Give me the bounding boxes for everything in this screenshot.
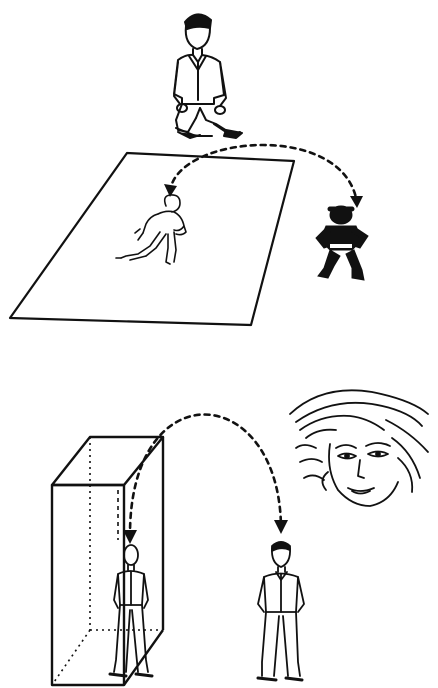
panel-top [8,13,369,327]
outline-figure-icon [115,194,187,265]
dashed-double-arrow-bottom-icon [117,413,288,544]
standing-man-outside-icon [256,541,305,682]
wind-blown-face-icon [289,389,429,507]
kneeling-man-icon [173,13,243,139]
solid-dark-figure-icon [315,205,369,281]
open-box-icon [50,435,165,687]
panel-bottom [50,389,429,687]
dashed-double-arrow-top-icon [164,143,363,208]
flat-sheet-icon [8,151,296,327]
standing-man-in-box-icon [108,544,154,678]
